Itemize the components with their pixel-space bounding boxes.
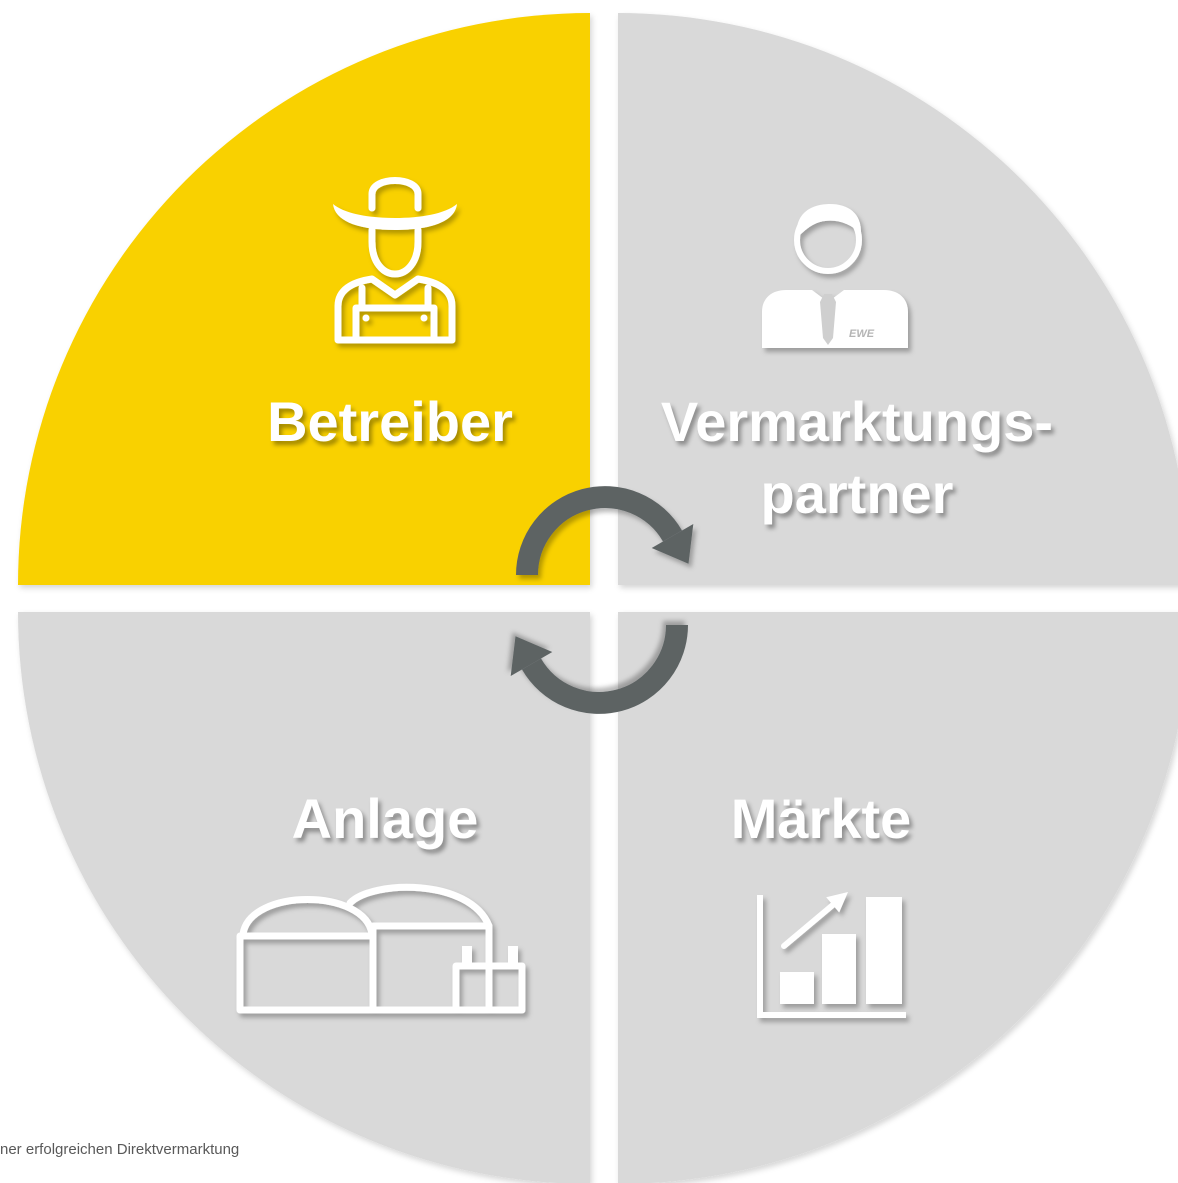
chart-axes: [757, 895, 906, 1018]
cycle-arrow-top-icon: [516, 486, 694, 576]
plant-left-tank: [236, 932, 377, 1014]
farmer-head: [368, 226, 422, 278]
chart-trend-arrow-head: [826, 892, 848, 913]
farmer-hat-brim: [333, 204, 457, 230]
cycle-arrow-bottom-arc: [521, 624, 688, 714]
farmer-overall-bib: [352, 304, 438, 344]
farmer-icon: [333, 177, 457, 344]
label-plant: Anlage: [291, 787, 479, 850]
cycle-arrow-top-head: [651, 524, 694, 564]
label-markets: Märkte: [730, 787, 912, 850]
caption: ner erfolgreichen Direktvermarktung: [0, 1141, 240, 1158]
businessman-shoulders: [762, 290, 908, 348]
chart-bar-tall: [866, 897, 902, 1004]
plant-generator-house: [452, 962, 526, 1014]
farmer-overall-straps: [358, 284, 432, 312]
businessman-hair: [796, 204, 862, 238]
biogas-plant-icon: [236, 883, 526, 1014]
cycle-arrow-top-arc: [516, 486, 683, 576]
farmer-body: [334, 275, 456, 344]
label-partner-line1: Vermarktungs-: [660, 390, 1054, 453]
cycle-arrow-bottom-icon: [510, 624, 688, 714]
businessman-badge: EWE: [849, 328, 875, 340]
plant-left-dome: [239, 896, 376, 938]
plant-right-dome: [346, 883, 493, 930]
label-partner-line2: partner: [760, 462, 954, 525]
label-partner: Vermarktungs- partner: [661, 386, 1053, 530]
quadrant-operator: [18, 13, 590, 585]
bar-chart-icon: [757, 892, 906, 1018]
label-operator: Betreiber: [267, 390, 513, 453]
plant-chimney-left: [462, 946, 472, 966]
chart-bar-small: [780, 972, 814, 1004]
farmer-hat-crown: [368, 177, 422, 212]
businessman-icon: EWE: [762, 204, 908, 348]
farmer-button-right: [420, 314, 428, 322]
plant-chimney-right: [508, 946, 518, 966]
chart-bar-medium: [822, 934, 856, 1004]
chart-trend-arrow-line: [781, 901, 837, 949]
farmer-button-left: [362, 314, 370, 322]
businessman-tie: [820, 294, 836, 345]
cycle-arrow-bottom-head: [510, 636, 553, 676]
